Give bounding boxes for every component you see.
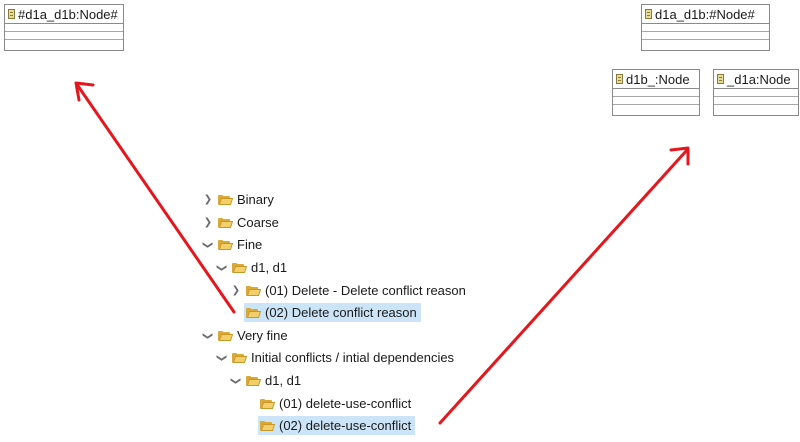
node-compartment [642, 40, 769, 48]
chevron-down-icon[interactable]: ❯ [230, 376, 242, 385]
tree-item-initial-conflicts[interactable]: ❯ Initial conflicts / intial dependencie… [216, 347, 455, 368]
chevron-down-icon[interactable]: ❯ [216, 263, 228, 272]
tree-item-label: (02) Delete conflict reason [265, 305, 417, 320]
folder-icon [260, 420, 276, 431]
node-compartment [642, 24, 769, 32]
arrow-to-right-nodes [438, 146, 690, 425]
tree-item-delete-use-conflict-01[interactable]: ❯ (01) delete-use-conflict [244, 393, 411, 414]
tree-item-delete-conflict-reason[interactable]: ❯ (02) Delete conflict reason [230, 302, 421, 323]
node-compartment [5, 24, 123, 32]
chevron-right-icon[interactable]: ❯ [203, 217, 213, 228]
node-title-d1a: _d1a:Node [714, 70, 798, 89]
chevron-down-icon[interactable]: ❯ [202, 240, 214, 249]
tree-item-label: Initial conflicts / intial dependencies [251, 350, 455, 365]
folder-icon [260, 398, 276, 409]
tree-item-label: d1, d1 [251, 260, 288, 275]
selection-highlight: (02) delete-use-conflict [258, 416, 416, 435]
tree-item-d1-d1[interactable]: ❯ d1, d1 [216, 257, 288, 278]
folder-icon [232, 352, 248, 363]
node-title-left: #d1a_d1b:Node# [5, 5, 123, 24]
tree-item-label: (01) delete-use-conflict [279, 396, 412, 411]
class-icon [8, 9, 15, 19]
tree-item-label: Very fine [237, 328, 288, 343]
node-compartment [714, 105, 798, 113]
tree-item-label: d1, d1 [265, 373, 302, 388]
class-icon [717, 74, 724, 84]
tree-item-d1-d1-second[interactable]: ❯ d1, d1 [230, 370, 302, 391]
tree-item-delete-use-conflict-02[interactable]: ❯ (02) delete-use-conflict [244, 415, 416, 436]
node-compartment [613, 89, 699, 97]
node-label-left: #d1a_d1b:Node# [18, 6, 118, 22]
chevron-down-icon[interactable]: ❯ [202, 331, 214, 340]
folder-icon [218, 217, 234, 228]
folder-icon [246, 285, 262, 296]
tree-item-label: (01) Delete - Delete conflict reason [265, 283, 466, 298]
node-title-d1b: d1b_:Node [613, 70, 699, 89]
tree-item-coarse[interactable]: ❯ Coarse [202, 212, 279, 233]
node-compartment [642, 32, 769, 40]
class-icon [616, 74, 623, 84]
folder-icon [232, 262, 248, 273]
node-compartment [613, 97, 699, 105]
class-icon [645, 9, 652, 19]
tree-item-binary[interactable]: ❯ Binary [202, 189, 274, 210]
tree-item-label: Fine [237, 237, 263, 252]
node-label-right-top: d1a_d1b:#Node# [655, 6, 755, 22]
folder-icon [246, 307, 262, 318]
node-compartment [5, 40, 123, 48]
tree-item-fine[interactable]: ❯ Fine [202, 234, 263, 255]
node-box-left[interactable]: #d1a_d1b:Node# [4, 4, 124, 51]
folder-icon [246, 375, 262, 386]
node-compartment [5, 32, 123, 40]
node-label-d1b: d1b_:Node [626, 71, 690, 87]
node-compartment [613, 105, 699, 113]
chevron-right-icon[interactable]: ❯ [231, 285, 241, 296]
tree-item-label: Coarse [237, 215, 279, 230]
node-label-d1a: _d1a:Node [727, 71, 791, 87]
node-box-d1a[interactable]: _d1a:Node [713, 69, 799, 116]
node-compartment [714, 97, 798, 105]
folder-icon [218, 239, 234, 250]
tree-item-very-fine[interactable]: ❯ Very fine [202, 325, 288, 346]
node-title-right-top: d1a_d1b:#Node# [642, 5, 769, 24]
tree-item-label: (02) delete-use-conflict [279, 418, 412, 433]
node-box-right-top[interactable]: d1a_d1b:#Node# [641, 4, 770, 51]
folder-icon [218, 194, 234, 205]
tree-item-delete-delete-conflict[interactable]: ❯ (01) Delete - Delete conflict reason [230, 280, 466, 301]
chevron-down-icon[interactable]: ❯ [216, 353, 228, 362]
node-compartment [714, 89, 798, 97]
tree-item-label: Binary [237, 192, 274, 207]
folder-icon [218, 330, 234, 341]
node-box-d1b[interactable]: d1b_:Node [612, 69, 700, 116]
selection-highlight: (02) Delete conflict reason [244, 303, 421, 322]
chevron-right-icon[interactable]: ❯ [203, 194, 213, 205]
